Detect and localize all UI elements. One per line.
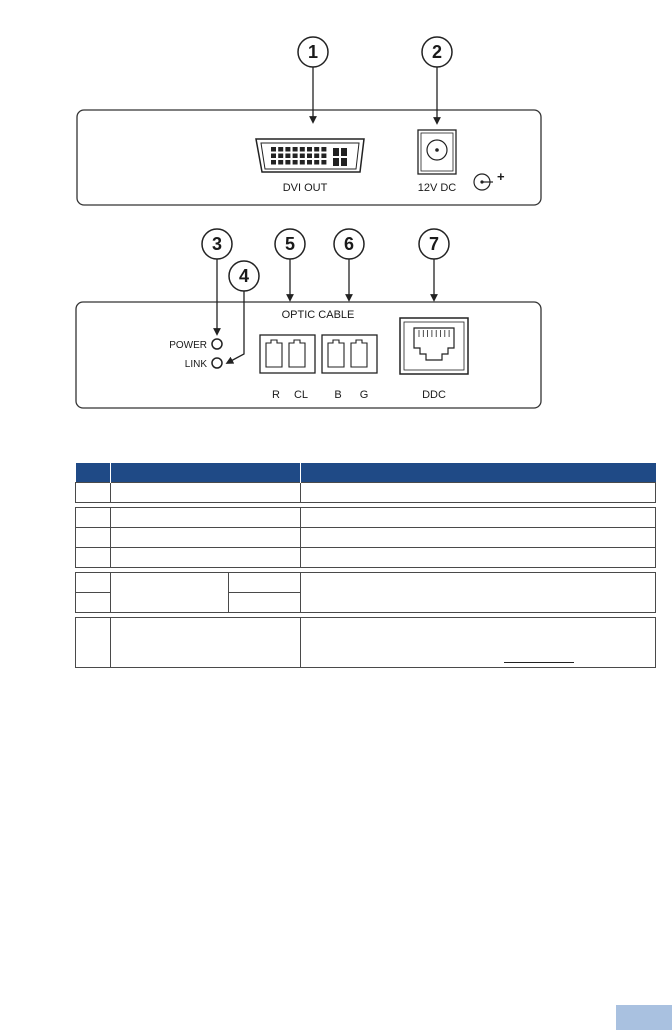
table-row	[75, 592, 656, 613]
table-row	[75, 547, 656, 568]
svg-text:6: 6	[344, 234, 354, 254]
dvi-pin	[307, 147, 312, 152]
optic-cable-label: OPTIC CABLE	[282, 309, 355, 321]
dvi-pin	[285, 147, 291, 152]
header-cell-num	[75, 463, 111, 483]
table-row	[75, 527, 656, 548]
ddc-port: DDC	[399, 317, 469, 401]
dvi-pin	[285, 153, 291, 158]
dvi-pin	[321, 147, 327, 152]
feature-table	[75, 463, 656, 668]
port-g-label: G	[360, 389, 369, 401]
link-underline	[504, 662, 574, 663]
callout-5: 5	[274, 228, 306, 302]
table-header-row	[75, 463, 656, 483]
dvi-pin	[314, 160, 320, 165]
power-led-label: POWER	[169, 340, 207, 351]
dvi-pin	[321, 153, 327, 158]
callout-3: 3	[201, 228, 233, 336]
top-panel: DVI OUT 12V DC +	[76, 109, 542, 206]
svg-text:3: 3	[212, 234, 222, 254]
optic-port-r-cl	[259, 334, 316, 374]
dvi-analog-pin	[341, 158, 347, 166]
dvi-pin	[278, 153, 284, 158]
svg-text:7: 7	[429, 234, 439, 254]
dvi-analog-pin	[333, 158, 339, 166]
dvi-analog-pin	[333, 148, 339, 156]
dvi-pin	[307, 153, 312, 158]
polarity-plus: +	[497, 169, 505, 184]
callout-1: 1	[297, 36, 329, 124]
dvi-pin	[321, 160, 327, 165]
table-row	[75, 482, 656, 503]
dvi-pin	[299, 153, 305, 158]
dvi-pin	[299, 147, 305, 152]
bottom-panel: OPTIC CABLE POWER LINK R CL B G DDC	[75, 301, 542, 409]
svg-text:5: 5	[285, 234, 295, 254]
dvi-pin	[271, 153, 276, 158]
page-number-tab	[616, 1005, 672, 1030]
svg-text:1: 1	[308, 42, 318, 62]
dvi-pin	[299, 160, 305, 165]
dvi-pin	[314, 153, 320, 158]
optic-port-b-g	[321, 334, 378, 374]
polarity-icon: +	[473, 169, 505, 191]
dvi-pin	[292, 147, 298, 152]
table-row	[75, 572, 656, 613]
port-r-label: R	[272, 389, 280, 401]
dvi-pin	[314, 147, 320, 152]
link-led-label: LINK	[185, 359, 208, 370]
callout-4: 4	[225, 260, 260, 364]
dc-jack: 12V DC	[417, 129, 457, 194]
dvi-pin	[278, 160, 284, 165]
dvi-pin	[292, 160, 298, 165]
dc-label: 12V DC	[418, 182, 457, 194]
table-row	[75, 617, 656, 668]
callout-2: 2	[421, 36, 453, 125]
dvi-pin	[285, 160, 291, 165]
dvi-pin	[292, 153, 298, 158]
link-led-icon	[211, 357, 223, 369]
port-cl-label: CL	[294, 389, 308, 401]
dvi-analog-pin	[341, 148, 347, 156]
power-led-icon	[211, 338, 223, 350]
svg-text:2: 2	[432, 42, 442, 62]
table-row	[75, 507, 656, 528]
dvi-pin	[307, 160, 312, 165]
dvi-pin	[271, 160, 276, 165]
header-cell-function	[300, 463, 656, 483]
callout-7: 7	[418, 228, 450, 302]
dvi-pin	[271, 147, 276, 152]
dvi-out-connector: DVI OUT	[255, 138, 365, 194]
dvi-out-label: DVI OUT	[283, 182, 328, 194]
ddc-label: DDC	[422, 389, 446, 401]
callout-6: 6	[333, 228, 365, 302]
port-b-label: B	[334, 389, 341, 401]
dvi-pin	[278, 147, 284, 152]
svg-text:4: 4	[239, 266, 249, 286]
header-cell-feature	[110, 463, 301, 483]
rear-panel-figure: DVI OUT 12V DC + 1 2 OPTIC CABLE	[0, 0, 672, 420]
